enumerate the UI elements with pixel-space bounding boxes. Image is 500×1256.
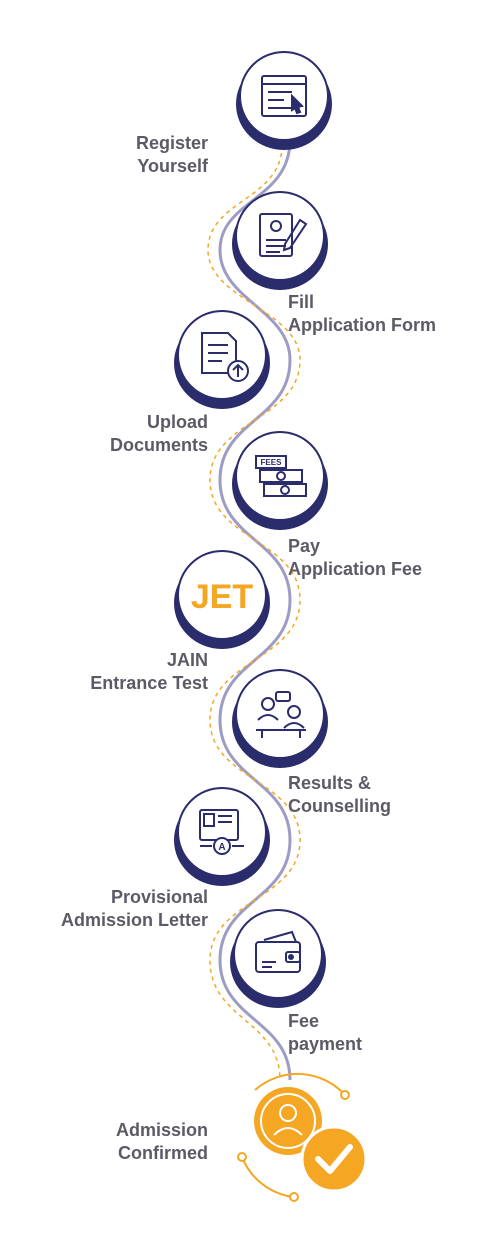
form-window-icon bbox=[261, 75, 307, 117]
check-badge-icon bbox=[300, 1125, 368, 1193]
step-label-fill-form: Fill Application Form bbox=[288, 291, 436, 337]
step-label-line2: Yourself bbox=[137, 156, 208, 176]
step-label-line1: Fill bbox=[288, 292, 314, 312]
step-label-line1: JAIN bbox=[166, 650, 208, 670]
step-label-upload: Upload Documents bbox=[110, 411, 208, 457]
step-label-line2: Entrance Test bbox=[90, 673, 208, 693]
step-label-provisional-letter: Provisional Admission Letter bbox=[61, 886, 208, 932]
certificate-icon: A bbox=[199, 809, 244, 855]
step-label-jet: JAIN Entrance Test bbox=[90, 649, 208, 695]
process-path bbox=[218, 139, 292, 1081]
document-upload-icon bbox=[201, 332, 249, 382]
step-label-line1: Upload bbox=[147, 412, 208, 432]
step-label-line1: Provisional bbox=[110, 887, 208, 907]
step-node-confirmed[interactable] bbox=[237, 1072, 368, 1202]
step-node-jet: JET bbox=[174, 550, 270, 649]
step-node-provisional-letter: A bbox=[174, 787, 270, 886]
document-pen-icon bbox=[259, 213, 308, 257]
svg-text:A: A bbox=[218, 842, 225, 853]
step-label-line2: payment bbox=[288, 1034, 363, 1054]
step-label-line2: Application Fee bbox=[288, 559, 423, 579]
step-label-line1: Pay bbox=[288, 536, 321, 556]
step-label-line2: Counselling bbox=[288, 796, 391, 816]
dashed-guide-path bbox=[207, 144, 301, 1081]
step-label-register: Register Yourself bbox=[136, 132, 208, 178]
step-node-fee-payment bbox=[230, 909, 326, 1008]
step-label-results: Results & Counselling bbox=[288, 772, 391, 818]
svg-text:FEES: FEES bbox=[261, 458, 283, 467]
step-label-line1: Results & bbox=[288, 773, 372, 793]
step-node-fill-form bbox=[232, 191, 328, 290]
confirmed-person-icon bbox=[254, 1087, 322, 1155]
step-label-confirmed: Admission Confirmed bbox=[116, 1119, 208, 1165]
wallet-icon bbox=[255, 930, 301, 973]
step-label-line2: Confirmed bbox=[118, 1143, 208, 1163]
step-label-line2: Application Form bbox=[288, 315, 436, 335]
step-node-results bbox=[232, 669, 328, 768]
counselling-icon bbox=[256, 691, 306, 738]
step-label-pay-fee: Pay Application Fee bbox=[288, 535, 422, 581]
step-node-register bbox=[236, 51, 332, 150]
step-node-pay-fee: FEES bbox=[232, 431, 328, 530]
step-label-line2: Admission Letter bbox=[60, 910, 208, 930]
jet-logo: JET bbox=[191, 578, 254, 616]
fees-money-icon: FEES bbox=[255, 455, 307, 497]
step-label-line1: Admission bbox=[115, 1120, 208, 1140]
step-label-line1: Register bbox=[135, 133, 208, 153]
step-node-upload bbox=[174, 310, 270, 409]
step-label-line2: Documents bbox=[109, 435, 208, 455]
step-label-line1: Fee bbox=[288, 1011, 320, 1031]
step-label-fee-payment: Fee payment bbox=[288, 1010, 362, 1056]
